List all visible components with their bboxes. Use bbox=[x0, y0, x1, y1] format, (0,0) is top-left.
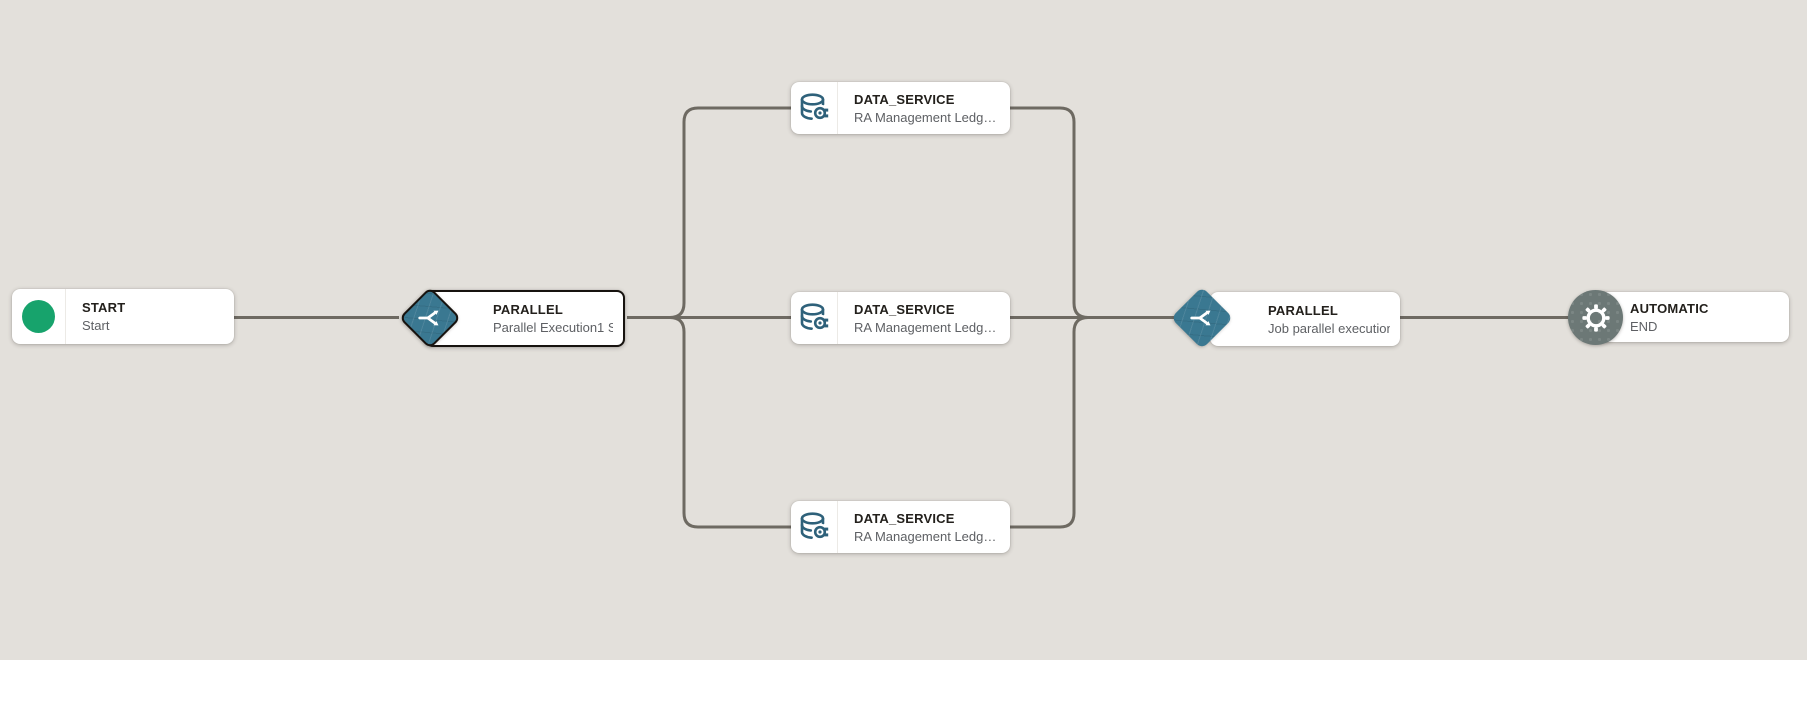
connector-merge-bottom[interactable] bbox=[1010, 316, 1180, 529]
node-subtitle: Start bbox=[82, 318, 110, 333]
node-parallel-start[interactable]: PARALLEL Parallel Execution1 Start bbox=[398, 286, 629, 350]
node-subtitle: RA Management Ledg… bbox=[854, 528, 997, 544]
node-subtitle: Parallel Execution1 Start bbox=[493, 320, 613, 335]
connector-merge-top[interactable] bbox=[1010, 106, 1180, 319]
parallel-split-icon bbox=[410, 298, 450, 338]
connector-branch-bottom[interactable] bbox=[627, 316, 791, 529]
parallel-split-icon bbox=[1180, 296, 1224, 340]
node-parallel-join[interactable]: PARALLEL Job parallel execution… bbox=[1170, 286, 1402, 350]
start-icon-cell bbox=[12, 289, 66, 344]
database-gear-icon bbox=[800, 93, 829, 122]
database-gear-icon bbox=[800, 512, 829, 541]
node-title: DATA_SERVICE bbox=[854, 301, 955, 317]
node-title: PARALLEL bbox=[1268, 302, 1338, 318]
data-service-icon-cell bbox=[791, 292, 838, 344]
connector-branch-top[interactable] bbox=[627, 106, 791, 319]
node-title: DATA_SERVICE bbox=[854, 510, 955, 526]
node-data-service-1[interactable]: DATA_SERVICE RA Management Ledg… bbox=[791, 82, 1010, 134]
connector-layer bbox=[233, 106, 1570, 529]
node-subtitle: Job parallel execution… bbox=[1268, 320, 1390, 336]
node-data-service-3[interactable]: DATA_SERVICE RA Management Ledg… bbox=[791, 501, 1010, 553]
node-subtitle: RA Management Ledg… bbox=[854, 319, 997, 335]
gear-icon bbox=[1581, 303, 1610, 332]
node-title: AUTOMATIC bbox=[1630, 300, 1709, 316]
node-title: PARALLEL bbox=[493, 302, 563, 317]
node-automatic-end[interactable]: AUTOMATIC END bbox=[1568, 289, 1793, 347]
node-title: START bbox=[82, 300, 126, 315]
data-service-icon-cell bbox=[791, 82, 838, 134]
start-circle-icon bbox=[22, 300, 55, 333]
node-subtitle: RA Management Ledg… bbox=[854, 109, 997, 125]
node-data-service-2[interactable]: DATA_SERVICE RA Management Ledg… bbox=[791, 292, 1010, 344]
node-start[interactable]: START Start bbox=[12, 289, 234, 344]
node-title: DATA_SERVICE bbox=[854, 91, 955, 107]
database-gear-icon bbox=[800, 303, 829, 332]
node-subtitle: END bbox=[1630, 318, 1658, 334]
data-service-icon-cell bbox=[791, 501, 838, 553]
